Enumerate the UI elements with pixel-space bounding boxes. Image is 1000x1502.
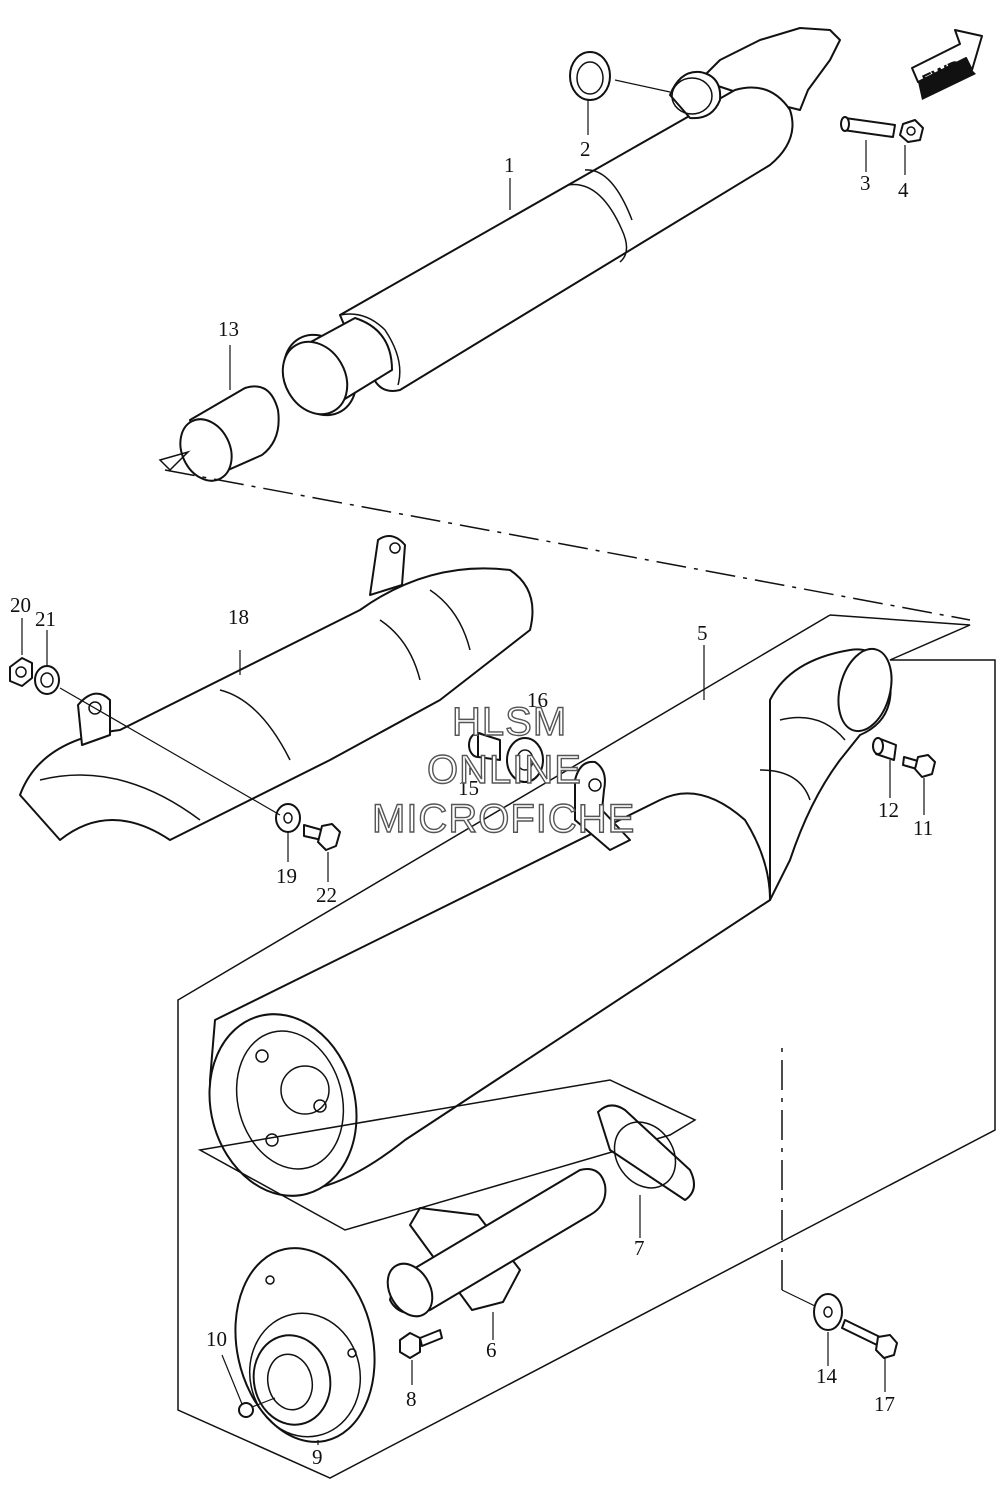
muffler-outline-box: [177, 614, 996, 1479]
callout-2: 2: [580, 137, 591, 161]
callout-13: 13: [218, 317, 239, 341]
section-bracket: [158, 450, 191, 472]
part-21-bushing: [34, 665, 60, 695]
callout-15: 15: [458, 776, 479, 800]
callout-1: 1: [504, 153, 515, 177]
callout-21: 21: [35, 607, 56, 631]
part-16-grommet: [506, 737, 544, 783]
part-1-exhaust-pipe: [281, 27, 841, 417]
fwd-arrow: FWD: [911, 29, 983, 100]
callout-3: 3: [860, 171, 871, 195]
inner-box: [197, 1079, 697, 1231]
callout-6: 6: [486, 1338, 497, 1362]
part-14-washer: [813, 1293, 843, 1331]
part-20-washer: [9, 657, 33, 687]
part-12-collar: [872, 737, 897, 761]
part-17-bolt: [841, 1319, 898, 1359]
callout-labels: 1 2 3 4 5 6 7 8 9 10 11 12 13 14 15 16 1…: [10, 137, 933, 1469]
part-13-sleeve: [179, 385, 280, 482]
part-22-bolt: [303, 823, 341, 851]
leader-lines: [21, 79, 925, 1445]
part-9-end-cap: [234, 1247, 376, 1443]
part-11-bolt: [902, 754, 936, 778]
part-4-nut: [899, 119, 924, 143]
part-2-gasket: [569, 51, 611, 101]
watermark-line-3: MICROFICHE: [372, 797, 635, 841]
callout-7: 7: [634, 1236, 645, 1260]
callout-20: 20: [10, 593, 31, 617]
callout-11: 11: [913, 816, 933, 840]
callout-17: 17: [874, 1392, 895, 1416]
part-15-collar: [468, 732, 501, 761]
part-8-bolt: [399, 1329, 443, 1359]
callout-18: 18: [228, 605, 249, 629]
callout-8: 8: [406, 1387, 417, 1411]
callout-12: 12: [878, 798, 899, 822]
part-3-stud: [840, 116, 896, 138]
callout-19: 19: [276, 864, 297, 888]
callout-22: 22: [316, 883, 337, 907]
callout-4: 4: [898, 178, 909, 202]
part-6-spark-arrester: [386, 1168, 607, 1318]
callout-14: 14: [816, 1364, 838, 1388]
callout-10: 10: [206, 1327, 227, 1351]
dash-line-upper: [164, 469, 971, 621]
part-5-muffler: [208, 647, 893, 1197]
callout-16: 16: [527, 688, 548, 712]
part-10-screw: [238, 1397, 276, 1418]
part-19-washer: [275, 803, 301, 833]
watermark-line-1: HLSM: [452, 700, 567, 744]
watermark-line-2: ONLINE: [427, 748, 582, 792]
part-18-heat-shield: [19, 535, 534, 841]
callout-5: 5: [697, 621, 708, 645]
part-7-gasket: [597, 1104, 695, 1201]
watermark: HLSM ONLINE MICROFICHE: [371, 699, 635, 841]
callout-9: 9: [312, 1445, 323, 1469]
